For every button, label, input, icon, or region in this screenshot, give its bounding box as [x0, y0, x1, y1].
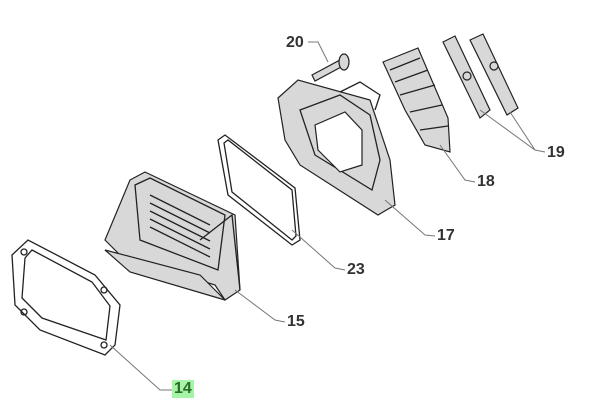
- part-15-reed-valve-block[interactable]: [104, 171, 241, 301]
- leader-lines: [109, 41, 546, 391]
- part-17-intake-adapter[interactable]: [277, 79, 396, 216]
- part-14-gasket[interactable]: [11, 239, 121, 356]
- label-15[interactable]: 15: [287, 313, 305, 330]
- part-23-gasket[interactable]: [217, 134, 301, 246]
- part-18-rubber-sleeve[interactable]: [382, 47, 451, 153]
- part-20-bolt[interactable]: [311, 53, 350, 82]
- label-17[interactable]: 17: [437, 227, 455, 244]
- label-14-highlighted[interactable]: 14: [172, 380, 194, 398]
- label-20[interactable]: 20: [286, 34, 304, 51]
- part-19-clamps[interactable]: [442, 33, 519, 119]
- label-23[interactable]: 23: [347, 261, 365, 278]
- label-18[interactable]: 18: [477, 173, 495, 190]
- label-19[interactable]: 19: [547, 144, 565, 161]
